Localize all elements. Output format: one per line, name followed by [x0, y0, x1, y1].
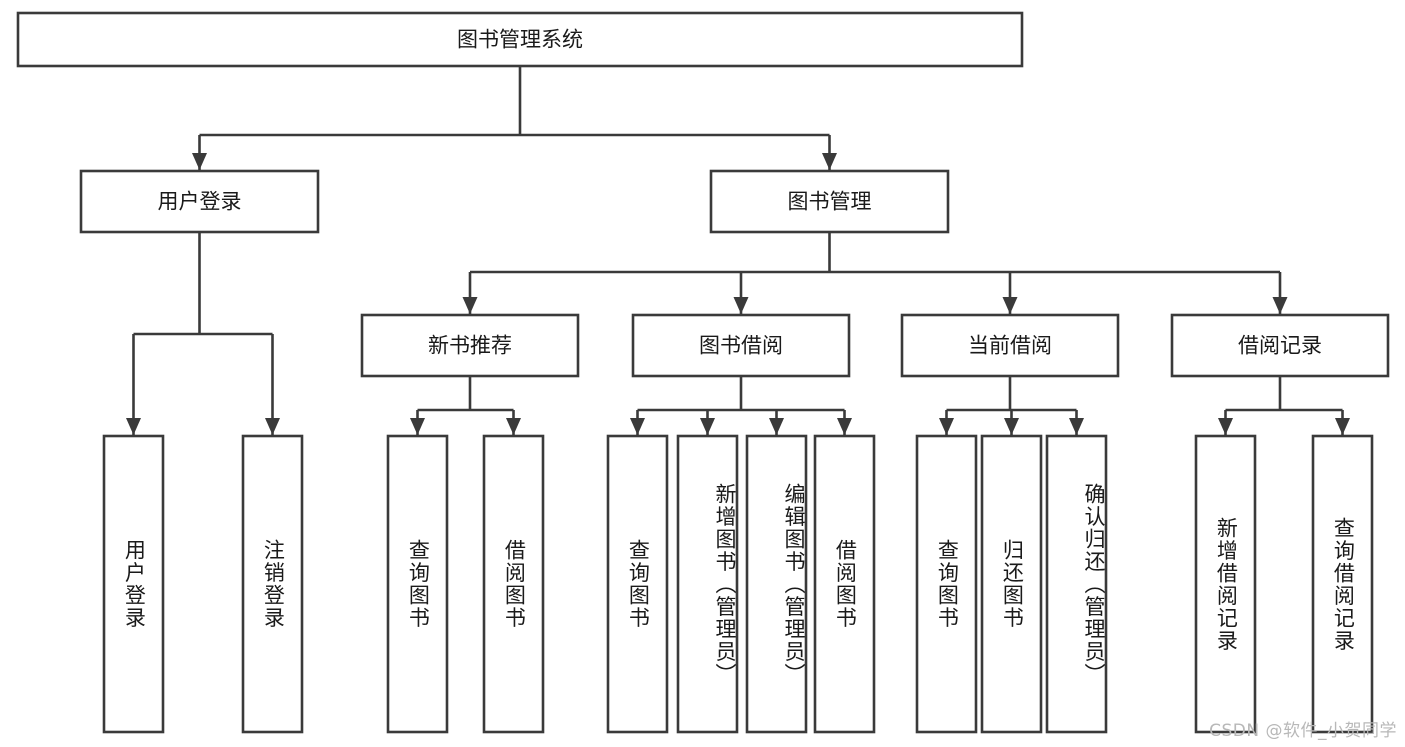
arrow-to-leaf-add-record [1218, 418, 1233, 435]
arrow-to-leaf-query-book-current [939, 418, 954, 435]
node-leaf-add-record[interactable] [1194, 434, 1257, 734]
arrow-to-leaf-query-book-rec [410, 418, 425, 435]
node-box-borrow-record[interactable] [1170, 313, 1390, 378]
node-leaf-query-book-borrow[interactable] [606, 434, 669, 734]
node-box-leaf-add-record[interactable] [1194, 434, 1257, 734]
arrow-to-leaf-confirm-return [1069, 418, 1084, 435]
node-borrow-record[interactable] [1170, 313, 1390, 378]
node-leaf-return-book[interactable] [980, 434, 1043, 734]
arrow-to-leaf-query-book-borrow [630, 418, 645, 435]
node-leaf-query-book-rec[interactable] [386, 434, 449, 734]
node-book-borrow[interactable] [631, 313, 851, 378]
arrow-to-leaf-borrow-book-rec [506, 418, 521, 435]
node-box-book-management[interactable] [709, 169, 950, 234]
arrow-to-leaf-user-login [126, 418, 141, 435]
node-book-management[interactable] [709, 169, 950, 234]
node-box-new-book-recommend[interactable] [360, 313, 580, 378]
node-leaf-borrow-book[interactable] [813, 434, 876, 734]
node-box-leaf-confirm-return[interactable] [1045, 434, 1108, 734]
node-box-leaf-borrow-book-rec[interactable] [482, 434, 545, 734]
node-box-leaf-borrow-book[interactable] [813, 434, 876, 734]
node-boxes [16, 11, 1390, 734]
connector-edges [126, 66, 1350, 435]
node-box-book-borrow[interactable] [631, 313, 851, 378]
node-label-current-borrow: 当前借阅 [968, 334, 1052, 358]
arrow-to-new-book-recommend [462, 297, 478, 314]
node-leaf-query-book-current[interactable] [915, 434, 978, 734]
node-leaf-borrow-book-rec[interactable] [482, 434, 545, 734]
arrow-to-leaf-borrow-book [837, 418, 852, 435]
arrow-to-leaf-edit-book [769, 418, 784, 435]
node-undefined[interactable] [16, 11, 1024, 68]
node-box-leaf-user-login[interactable] [102, 434, 165, 734]
arrow-to-leaf-add-book [700, 418, 715, 435]
node-label-new-book-recommend: 新书推荐 [428, 334, 512, 358]
arrow-to-leaf-return-book [1004, 418, 1019, 435]
arrow-to-current-borrow [1002, 297, 1018, 314]
node-box-leaf-query-book-rec[interactable] [386, 434, 449, 734]
node-box-undefined[interactable] [16, 11, 1024, 68]
node-box-leaf-user-logout[interactable] [241, 434, 304, 734]
node-label-user-login: 用户登录 [158, 190, 242, 214]
node-label-book-borrow: 图书借阅 [699, 334, 783, 358]
node-label-borrow-record: 借阅记录 [1238, 334, 1322, 358]
node-box-current-borrow[interactable] [900, 313, 1120, 378]
node-box-user-login[interactable] [79, 169, 320, 234]
node-box-leaf-edit-book[interactable] [745, 434, 808, 734]
node-box-leaf-add-book[interactable] [676, 434, 739, 734]
node-leaf-query-record[interactable] [1311, 434, 1374, 734]
arrow-to-borrow-record [1272, 297, 1288, 314]
node-leaf-add-book[interactable] [676, 434, 739, 734]
node-current-borrow[interactable] [900, 313, 1120, 378]
node-box-leaf-query-book-current[interactable] [915, 434, 978, 734]
arrow-to-book-management [822, 153, 837, 170]
node-leaf-confirm-return[interactable] [1045, 434, 1108, 734]
node-label-undefined: 图书管理系统 [457, 28, 583, 52]
node-box-leaf-return-book[interactable] [980, 434, 1043, 734]
node-new-book-recommend[interactable] [360, 313, 580, 378]
watermark-text: CSDN @软件_小贺同学 [1209, 721, 1397, 741]
node-leaf-user-login[interactable] [102, 434, 165, 734]
node-label-book-management: 图书管理 [788, 190, 872, 214]
arrow-to-user-login [192, 153, 207, 170]
node-leaf-edit-book[interactable] [745, 434, 808, 734]
node-box-leaf-query-record[interactable] [1311, 434, 1374, 734]
node-user-login[interactable] [79, 169, 320, 234]
arrow-to-leaf-query-record [1335, 418, 1350, 435]
arrow-to-book-borrow [733, 297, 749, 314]
node-box-leaf-query-book-borrow[interactable] [606, 434, 669, 734]
node-leaf-user-logout[interactable] [241, 434, 304, 734]
arrow-to-leaf-user-logout [265, 418, 280, 435]
